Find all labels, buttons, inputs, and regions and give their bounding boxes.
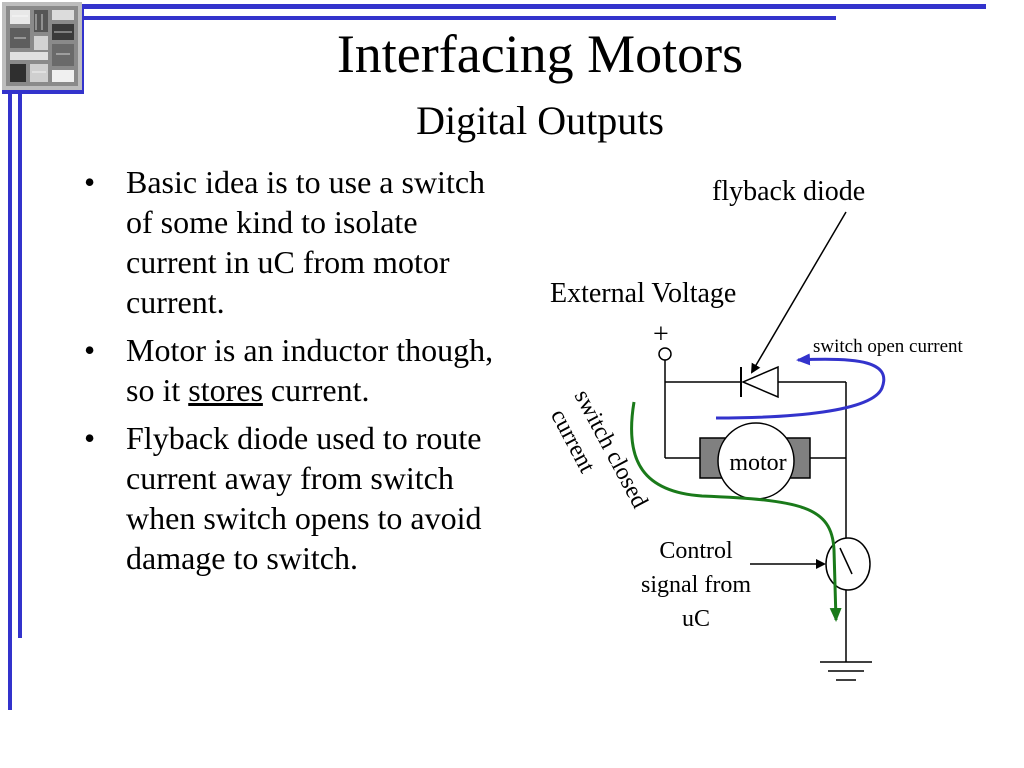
- plus-sign: +: [653, 319, 669, 350]
- supply-terminal: [658, 347, 672, 361]
- frame-top-line: [84, 4, 986, 9]
- motor-label: motor: [729, 450, 786, 476]
- frame-top-line-inner: [84, 16, 836, 20]
- bullet-dot-icon: •: [84, 164, 96, 200]
- control-signal-label-line1: Control: [659, 538, 733, 564]
- switch-symbol: [825, 537, 871, 591]
- frame-logo-right-edge: [80, 4, 84, 94]
- bullet-underlined-word: stores: [188, 372, 263, 408]
- bullet-text-end: current.: [262, 372, 370, 408]
- external-voltage-label: External Voltage: [550, 278, 736, 309]
- switch-open-current-arrow: [715, 353, 886, 420]
- frame-left-line: [8, 90, 12, 710]
- bullet-item: • Flyback diode used to route current aw…: [80, 418, 510, 578]
- bullet-text: Motor is an inductor though, so it: [126, 332, 494, 408]
- microchip-die-icon: [2, 2, 82, 90]
- bullet-text: Basic idea is to use a switch of some ki…: [126, 164, 486, 320]
- switch-open-current-label: switch open current: [813, 336, 964, 357]
- flyback-diode-symbol: [740, 365, 779, 399]
- flyback-pointer-line: [750, 211, 847, 374]
- frame-logo-bottom-edge: [2, 90, 84, 94]
- bullet-item: • Basic idea is to use a switch of some …: [80, 162, 510, 322]
- bullet-dot-icon: •: [84, 420, 96, 456]
- flyback-diode-label: flyback diode: [712, 176, 865, 207]
- control-signal-label-line3: uC: [682, 606, 710, 632]
- control-signal-label-line2: signal from: [641, 572, 751, 598]
- bullet-dot-icon: •: [84, 332, 96, 368]
- frame-left-line-inner: [18, 90, 22, 638]
- switch-closed-current-arrow: [630, 401, 842, 622]
- bullet-item: • Motor is an inductor though, so it sto…: [80, 330, 510, 410]
- slide-subtitle: Digital Outputs: [416, 98, 664, 143]
- slide-title: Interfacing Motors: [336, 24, 744, 84]
- bullet-list: • Basic idea is to use a switch of some …: [80, 162, 510, 586]
- bullet-text: Flyback diode used to route current away…: [126, 420, 482, 576]
